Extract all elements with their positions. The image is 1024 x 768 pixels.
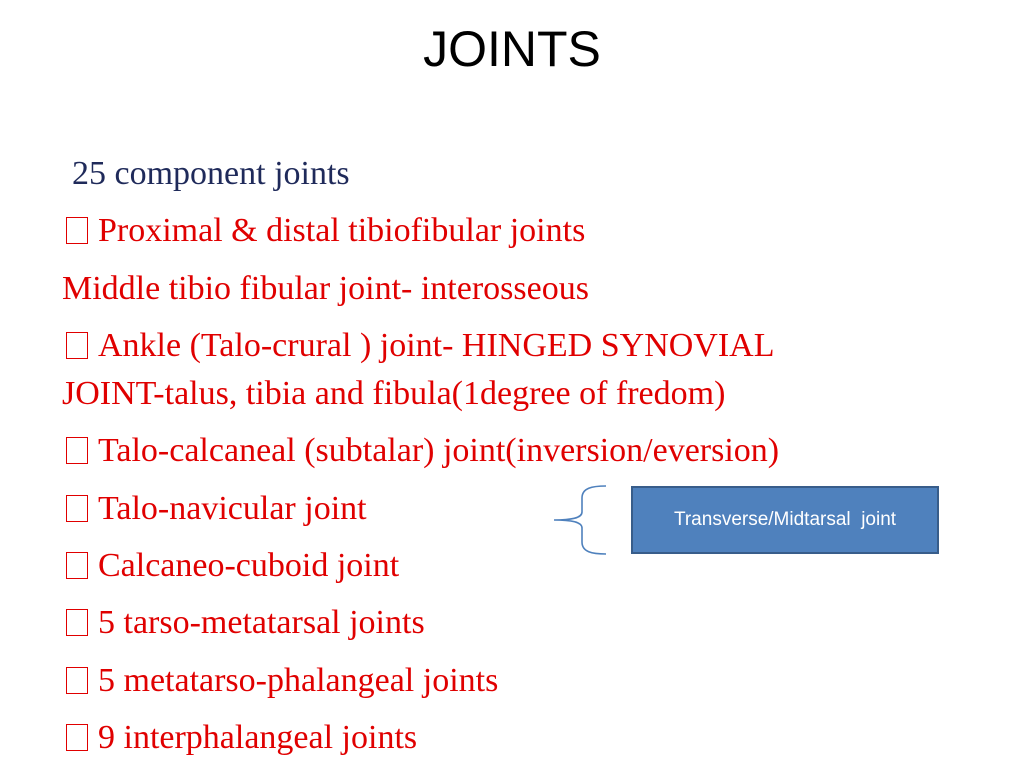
slide-title: JOINTS — [423, 21, 601, 77]
body-line-text: Middle tibio fibular joint- interosseous — [62, 270, 589, 307]
body-line: 5 tarso-metatarsal joints — [66, 603, 425, 643]
body-line: Ankle (Talo-crural ) joint- HINGED SYNOV… — [66, 326, 775, 366]
body-line-text: 5 tarso-metatarsal joints — [98, 604, 425, 641]
transverse-midtarsal-callout: Transverse/Midtarsal joint — [631, 486, 939, 554]
body-line: 9 interphalangeal joints — [66, 718, 417, 758]
bullet-box-icon — [66, 552, 88, 579]
body-line: Calcaneo-cuboid joint — [66, 546, 399, 586]
body-line: Middle tibio fibular joint- interosseous — [62, 269, 589, 309]
bullet-box-icon — [66, 332, 88, 359]
callout-label: Transverse/Midtarsal joint — [673, 509, 897, 530]
body-line: 5 metatarso-phalangeal joints — [66, 661, 498, 701]
bullet-box-icon — [66, 609, 88, 636]
body-line-text: Proximal & distal tibiofibular joints — [98, 212, 586, 249]
body-line-text: Talo-calcaneal (subtalar) joint(inversio… — [98, 432, 780, 469]
body-line-intro: 25 component joints — [72, 154, 350, 194]
bullet-box-icon — [66, 217, 88, 244]
bullet-box-icon — [66, 495, 88, 522]
body-line: Proximal & distal tibiofibular joints — [66, 211, 585, 251]
body-line-text: 25 component joints — [72, 155, 350, 192]
body-line-text: 9 interphalangeal joints — [98, 719, 418, 756]
bullet-box-icon — [66, 667, 88, 694]
body-line-text: Talo-navicular joint — [98, 490, 367, 527]
body-line-text: Ankle (Talo-crural ) joint- HINGED SYNOV… — [98, 327, 775, 364]
body-line: Talo-navicular joint — [66, 489, 367, 529]
bullet-box-icon — [66, 724, 88, 751]
body-line-text: JOINT-talus, tibia and fibula(1degree of… — [62, 375, 726, 412]
body-line-text: Calcaneo-cuboid joint — [98, 547, 400, 584]
bullet-box-icon — [66, 437, 88, 464]
body-line-text: 5 metatarso-phalangeal joints — [98, 662, 499, 699]
left-curly-brace-icon — [553, 485, 607, 555]
body-line: Talo-calcaneal (subtalar) joint(inversio… — [66, 431, 779, 471]
body-line-continuation: JOINT-talus, tibia and fibula(1degree of… — [62, 374, 725, 414]
